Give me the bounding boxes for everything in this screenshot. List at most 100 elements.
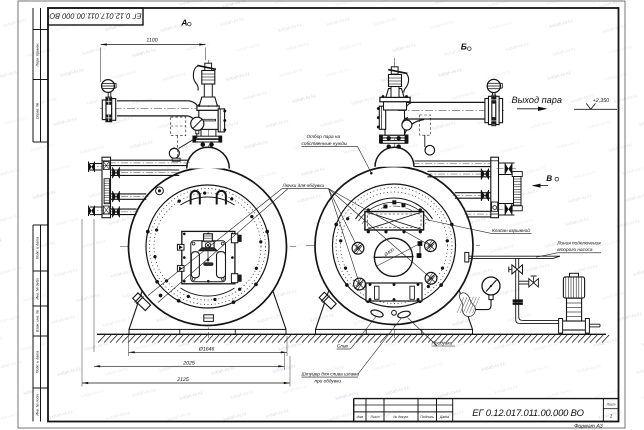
svg-text:Линия подключения: Линия подключения: [556, 240, 601, 245]
svg-text:kotlah-kv.kz: kotlah-kv.kz: [320, 117, 345, 128]
svg-text:kotlah-kv.kz: kotlah-kv.kz: [633, 266, 644, 277]
svg-text:kotlah-kv.kz: kotlah-kv.kz: [396, 91, 421, 102]
svg-text:kotlah-kv.kz: kotlah-kv.kz: [60, 67, 85, 78]
svg-text:kotlah-kv.kz: kotlah-kv.kz: [223, 411, 248, 422]
svg-text:kotlah-kv.kz: kotlah-kv.kz: [55, 21, 80, 32]
svg-text:kotlah-kv.kz: kotlah-kv.kz: [507, 312, 532, 323]
svg-text:kotlah-kv.kz: kotlah-kv.kz: [122, 288, 147, 299]
svg-text:kotlah-kv.kz: kotlah-kv.kz: [320, 364, 345, 375]
svg-text:kotlah-kv.kz: kotlah-kv.kz: [335, 390, 360, 401]
svg-text:kotlah-kv.kz: kotlah-kv.kz: [160, 22, 185, 33]
svg-text:kotlah-kv.kz: kotlah-kv.kz: [573, 169, 598, 180]
svg-text:kotlah-kv.kz: kotlah-kv.kz: [265, 118, 290, 129]
svg-text:kotlah-kv.kz: kotlah-kv.kz: [419, 361, 444, 372]
svg-text:kotlah-kv.kz: kotlah-kv.kz: [181, 139, 206, 150]
svg-text:kotlah-kv.kz: kotlah-kv.kz: [552, 46, 577, 57]
svg-text:kotlah-kv.kz: kotlah-kv.kz: [244, 139, 269, 150]
svg-text:kotlah-kv.kz: kotlah-kv.kz: [598, 409, 623, 420]
svg-text:kotlah-kv.kz: kotlah-kv.kz: [82, 238, 107, 249]
svg-text:kotlah-kv.kz: kotlah-kv.kz: [0, 359, 23, 370]
svg-text:Ø400: Ø400: [382, 247, 395, 258]
svg-text:kotlah-kv.kz: kotlah-kv.kz: [110, 268, 135, 279]
svg-text:Штуцер для слива шлама: Штуцер для слива шлама: [302, 371, 360, 376]
svg-text:kotlah-kv.kz: kotlah-kv.kz: [618, 311, 643, 322]
svg-text:kotlah-kv.kz: kotlah-kv.kz: [104, 366, 129, 377]
svg-text:kotlah-kv.kz: kotlah-kv.kz: [76, 292, 101, 303]
svg-text:Подп. и дата: Подп. и дата: [36, 237, 40, 260]
svg-text:kotlah-kv.kz: kotlah-kv.kz: [494, 384, 519, 395]
svg-text:1: 1: [610, 414, 613, 420]
svg-text:kotlah-kv.kz: kotlah-kv.kz: [636, 364, 644, 375]
svg-text:kotlah-kv.kz: kotlah-kv.kz: [526, 262, 551, 273]
svg-text:kotlah-kv.kz: kotlah-kv.kz: [215, 120, 240, 131]
svg-text:kotlah-kv.kz: kotlah-kv.kz: [488, 0, 513, 8]
svg-text:kotlah-kv.kz: kotlah-kv.kz: [253, 170, 278, 181]
svg-text:kotlah-kv.kz: kotlah-kv.kz: [490, 409, 515, 420]
svg-text:2025: 2025: [182, 361, 195, 367]
svg-text:kotlah-kv.kz: kotlah-kv.kz: [0, 69, 20, 80]
svg-text:kotlah-kv.kz: kotlah-kv.kz: [159, 362, 184, 373]
svg-text:kotlah-kv.kz: kotlah-kv.kz: [135, 340, 160, 351]
svg-text:kotlah-kv.kz: kotlah-kv.kz: [53, 116, 78, 127]
svg-text:kotlah-kv.kz: kotlah-kv.kz: [373, 16, 398, 27]
svg-text:kotlah-kv.kz: kotlah-kv.kz: [30, 142, 55, 153]
svg-text:Взам. инв. №: Взам. инв. №: [36, 310, 40, 332]
svg-text:kotlah-kv.kz: kotlah-kv.kz: [0, 411, 21, 422]
svg-text:kotlah-kv.kz: kotlah-kv.kz: [544, 238, 569, 249]
svg-text:kotlah-kv.kz: kotlah-kv.kz: [577, 363, 602, 374]
svg-text:kotlah-kv.kz: kotlah-kv.kz: [328, 411, 353, 422]
svg-text:kotlah-kv.kz: kotlah-kv.kz: [641, 336, 644, 347]
svg-text:kotlah-kv.kz: kotlah-kv.kz: [593, 337, 618, 348]
svg-text:kotlah-kv.kz: kotlah-kv.kz: [226, 71, 251, 82]
svg-text:Выход пара: Выход пара: [512, 95, 563, 105]
svg-text:kotlah-kv.kz: kotlah-kv.kz: [162, 71, 187, 82]
svg-text:+2,350: +2,350: [593, 98, 610, 104]
svg-text:Лист: Лист: [605, 403, 615, 407]
svg-text:kotlah-kv.kz: kotlah-kv.kz: [488, 20, 513, 31]
svg-text:kotlah-kv.kz: kotlah-kv.kz: [602, 23, 627, 34]
svg-text:kotlah-kv.kz: kotlah-kv.kz: [460, 194, 485, 205]
svg-text:kotlah-kv.kz: kotlah-kv.kz: [430, 19, 455, 30]
svg-text:kotlah-kv.kz: kotlah-kv.kz: [211, 365, 236, 376]
svg-text:kotlah-kv.kz: kotlah-kv.kz: [565, 216, 590, 227]
svg-text:kotlah-kv.kz: kotlah-kv.kz: [622, 165, 644, 176]
svg-text:kotlah-kv.kz: kotlah-kv.kz: [469, 163, 494, 174]
svg-text:kotlah-kv.kz: kotlah-kv.kz: [493, 340, 518, 351]
svg-text:kotlah-kv.kz: kotlah-kv.kz: [642, 389, 644, 400]
svg-text:Отбор пара на: Отбор пара на: [307, 134, 341, 139]
svg-text:kotlah-kv.kz: kotlah-kv.kz: [384, 337, 409, 348]
svg-text:kotlah-kv.kz: kotlah-kv.kz: [420, 168, 445, 179]
svg-text:kotlah-kv.kz: kotlah-kv.kz: [27, 47, 52, 58]
svg-text:kotlah-kv.kz: kotlah-kv.kz: [109, 115, 134, 126]
svg-text:kotlah-kv.kz: kotlah-kv.kz: [265, 408, 290, 419]
svg-text:Инв. № подл.: Инв. № подл.: [36, 393, 40, 415]
svg-text:собственные нужды: собственные нужды: [302, 141, 348, 146]
svg-text:kotlah-kv.kz: kotlah-kv.kz: [179, 390, 204, 401]
svg-text:kotlah-kv.kz: kotlah-kv.kz: [185, 41, 210, 52]
svg-text:kotlah-kv.kz: kotlah-kv.kz: [284, 240, 309, 251]
svg-text:kotlah-kv.kz: kotlah-kv.kz: [440, 341, 465, 352]
svg-text:ЕГ 0.12.017.011.00.000 ВО: ЕГ 0.12.017.011.00.000 ВО: [472, 407, 584, 418]
svg-text:kotlah-kv.kz: kotlah-kv.kz: [525, 364, 550, 375]
svg-text:kotlah-kv.kz: kotlah-kv.kz: [325, 67, 350, 78]
svg-text:Подпись: Подпись: [420, 415, 434, 419]
svg-text:kotlah-kv.kz: kotlah-kv.kz: [372, 361, 397, 372]
svg-text:kotlah-kv.kz: kotlah-kv.kz: [568, 193, 593, 204]
svg-text:kotlah-kv.kz: kotlah-kv.kz: [167, 411, 192, 422]
svg-text:kotlah-kv.kz: kotlah-kv.kz: [105, 21, 130, 32]
svg-text:kotlah-kv.kz: kotlah-kv.kz: [529, 119, 554, 130]
svg-text:kotlah-kv.kz: kotlah-kv.kz: [157, 119, 182, 130]
svg-text:kotlah-kv.kz: kotlah-kv.kz: [604, 71, 629, 82]
svg-text:Формат А3: Формат А3: [574, 424, 602, 430]
svg-text:kotlah-kv.kz: kotlah-kv.kz: [279, 67, 304, 78]
svg-text:Инв. № дубл.: Инв. № дубл.: [36, 277, 40, 299]
svg-text:kotlah-kv.kz: kotlah-kv.kz: [285, 41, 310, 52]
svg-text:kotlah-kv.kz: kotlah-kv.kz: [220, 16, 245, 27]
svg-text:kotlah-kv.kz: kotlah-kv.kz: [438, 67, 463, 78]
svg-text:kotlah-kv.kz: kotlah-kv.kz: [639, 116, 644, 127]
svg-text:kotlah-kv.kz: kotlah-kv.kz: [108, 215, 133, 226]
svg-text:В: В: [546, 174, 552, 183]
svg-text:Клапан взрывной: Клапан взрывной: [492, 228, 530, 233]
svg-text:kotlah-kv.kz: kotlah-kv.kz: [102, 317, 127, 328]
svg-text:Ø1646: Ø1646: [198, 347, 215, 353]
